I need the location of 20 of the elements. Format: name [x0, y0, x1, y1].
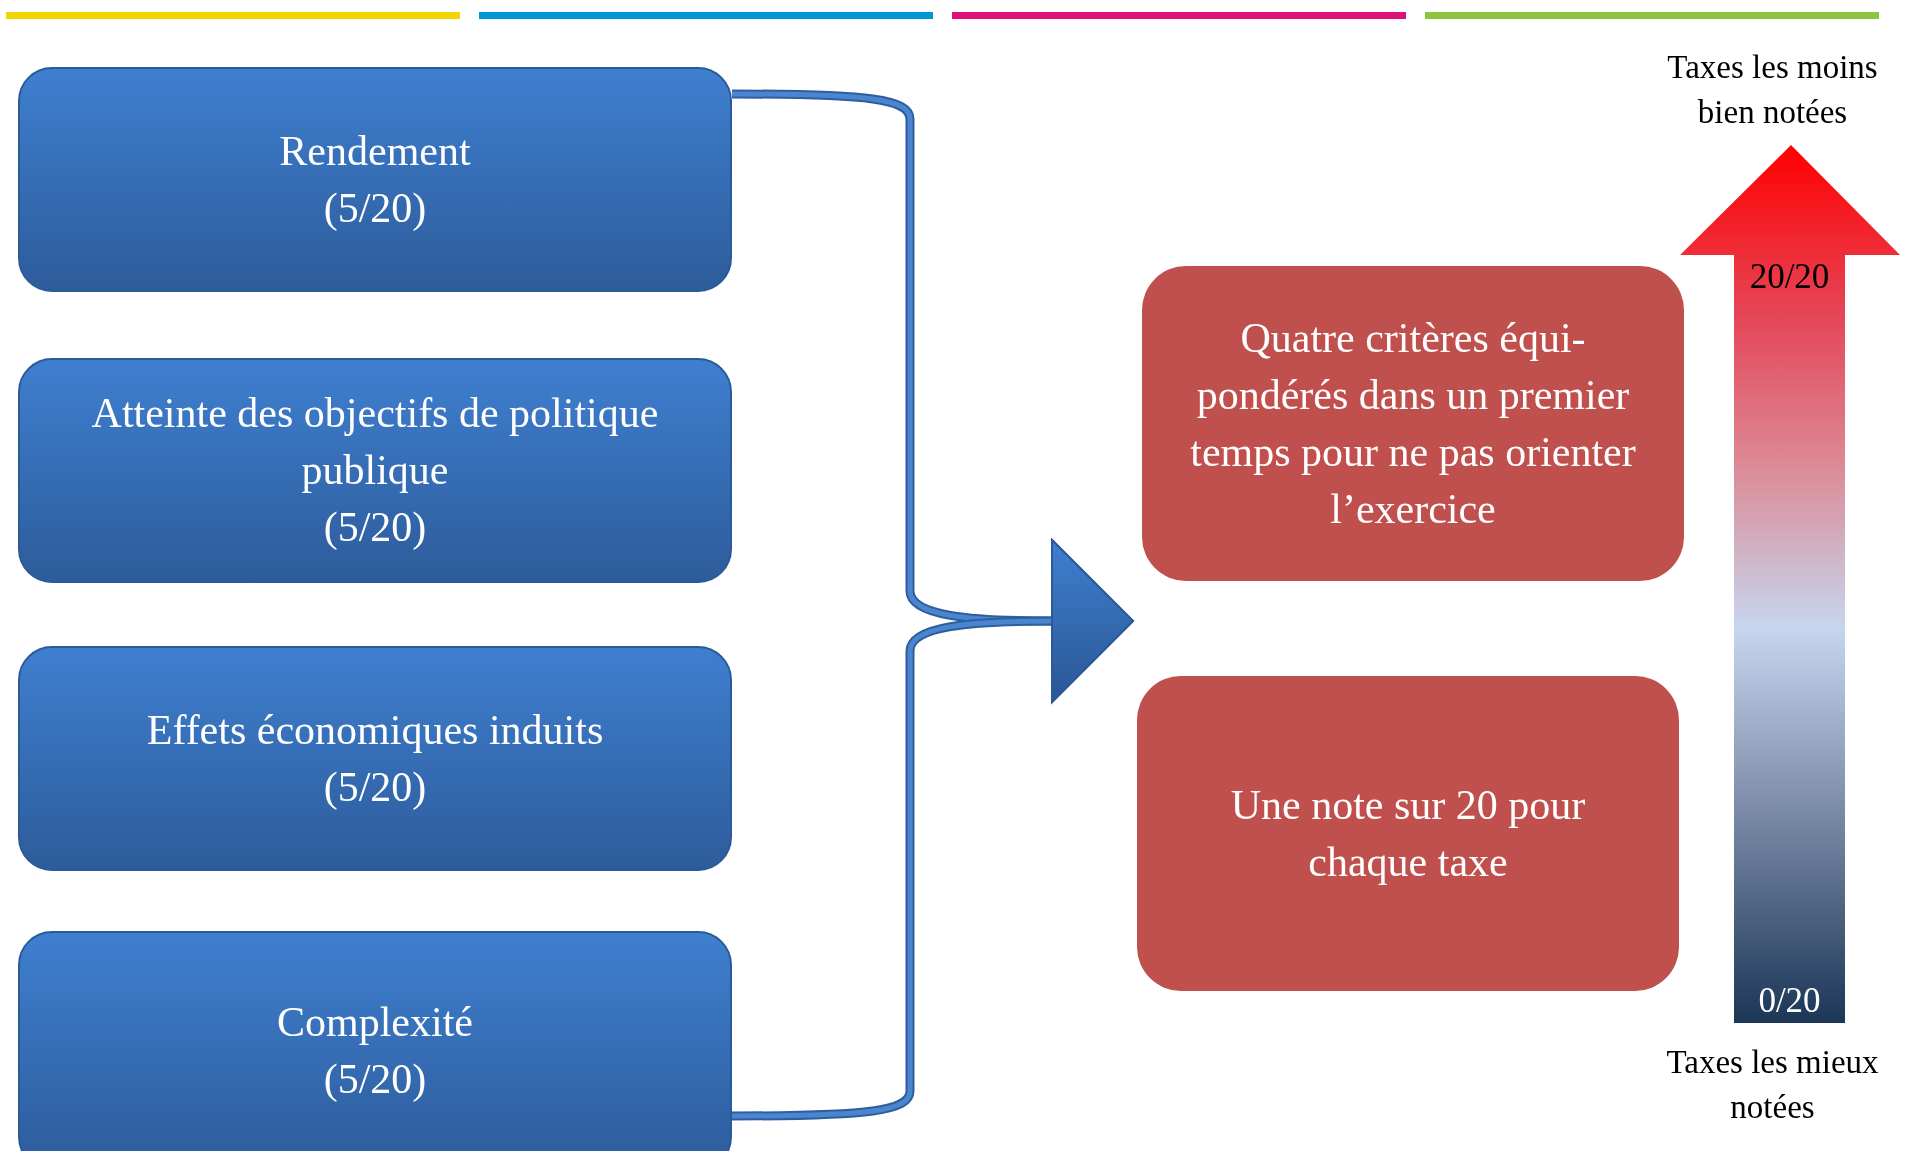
box-text: Rendement [279, 126, 471, 176]
box-text: (5/20) [323, 183, 427, 233]
process-box [18, 67, 732, 292]
box-text: Complexité [277, 998, 473, 1047]
process-box [18, 358, 732, 583]
box-text: (5/20) [323, 762, 427, 812]
process-box [18, 646, 732, 871]
box-text: Une note sur 20 pour chaque taxe [1229, 780, 1587, 887]
scale-label: Taxes les mieux notées [1665, 1043, 1880, 1127]
box-text: (5/20) [323, 1055, 427, 1104]
box-text: (5/20) [323, 503, 427, 552]
scale-label: Taxes les moins bien notées [1666, 48, 1879, 132]
box-text: Effets économiques induits [146, 705, 604, 755]
box-text: Quatre critères équi-pondérés dans un premier temps pour ne pas orienter l’exercice [1189, 313, 1637, 534]
process-box [1137, 676, 1679, 991]
box-text: Atteinte des objectifs de politique publique [90, 389, 660, 495]
process-box [18, 931, 732, 1151]
scale-value: 0/20 [1757, 980, 1822, 1022]
scale-value: 20/20 [1748, 256, 1831, 298]
process-box [1142, 266, 1684, 581]
